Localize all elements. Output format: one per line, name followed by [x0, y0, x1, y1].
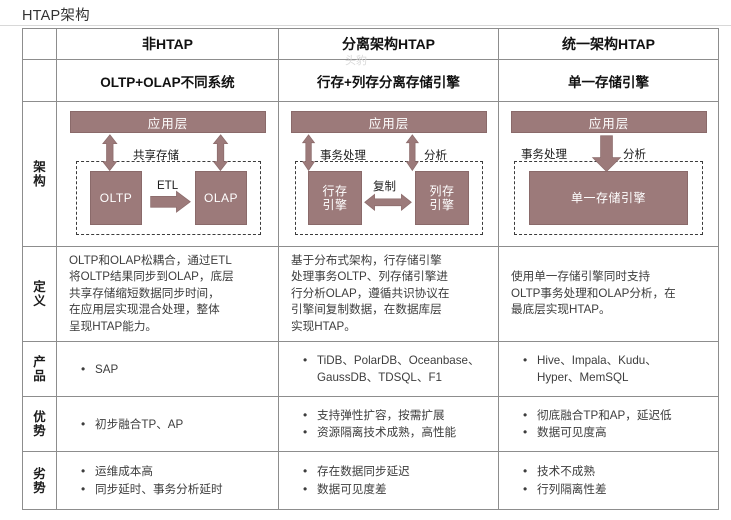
- shared-storage-dashed-box: [76, 161, 261, 235]
- architecture-diagram-separated-htap: 应用层 事务处理 分析 行存 引擎 列存 引擎 复制: [278, 101, 499, 247]
- list-item: SAP: [81, 360, 272, 378]
- list-item: 同步延时、事务分析延时: [81, 480, 272, 498]
- subheader-col2: 行存+列存分离存储引擎: [278, 59, 499, 102]
- list-item: 存在数据同步延迟: [303, 462, 492, 480]
- row-label-product-char1: 产: [33, 355, 46, 370]
- architecture-diagram-non-htap: 应用层 共享存储 OLTP OLAP ETL: [56, 101, 279, 247]
- list-item: 行列隔离性差: [523, 480, 712, 498]
- app-layer-box-col3: 应用层: [511, 111, 707, 133]
- product-list-col3: Hive、Impala、Kudu、 Hyper、MemSQL: [499, 351, 718, 387]
- row-label-advantage-char2: 势: [33, 424, 46, 439]
- table-row-disadvantage: 劣 势 运维成本高 同步延时、事务分析延时 存在数据同步延迟 数据可见度差: [22, 451, 719, 511]
- advantage-list-col3: 彻底融合TP和AP，延迟低 数据可见度高: [499, 406, 718, 442]
- list-item: 技术不成熟: [523, 462, 712, 480]
- page-title: HTAP架构: [22, 8, 90, 24]
- list-item: TiDB、PolarDB、Oceanbase、 GaussDB、TDSQL、F1: [303, 351, 492, 387]
- disadvantage-list-col3: 技术不成熟 行列隔离性差: [499, 462, 718, 498]
- list-item: 资源隔离技术成熟，高性能: [303, 423, 492, 441]
- subheader-col1: OLTP+OLAP不同系统: [56, 59, 279, 102]
- disadvantage-list-col2: 存在数据同步延迟 数据可见度差: [279, 462, 498, 498]
- arrows-col3: [591, 135, 622, 173]
- etl-label: ETL: [157, 180, 179, 192]
- title-divider: [0, 25, 731, 26]
- definition-text-col1: OLTP和OLAP松耦合，通过ETL 将OLTP结果同步到OLAP，底层 共享存…: [69, 254, 234, 333]
- row-label-product-char2: 品: [33, 369, 46, 384]
- table-row-product: 产 品 SAP TiDB、PolarDB、Oceanbase、 GaussDB、…: [22, 341, 719, 398]
- architecture-diagram-unified-htap: 应用层 事务处理 分析 单一存储引擎: [498, 101, 719, 247]
- transaction-label-col3: 事务处理: [521, 149, 567, 161]
- comparison-table: 非HTAP 分离架构HTAP 统一架构HTAP OLTP+OLAP不同系统 行存…: [22, 28, 719, 511]
- product-cell-col1: SAP: [56, 341, 279, 398]
- row-label-definition-char2: 义: [33, 294, 46, 309]
- corner-cell-blank-2: [22, 59, 57, 102]
- list-item: 数据可见度差: [303, 480, 492, 498]
- list-item: 数据可见度高: [523, 423, 712, 441]
- list-item: Hive、Impala、Kudu、 Hyper、MemSQL: [523, 351, 712, 387]
- arrows-col2: [301, 134, 419, 211]
- shared-storage-label: 共享存储: [133, 150, 179, 162]
- oltp-engine-box: OLTP: [90, 171, 142, 225]
- list-item: 彻底融合TP和AP，延迟低: [523, 406, 712, 424]
- advantage-cell-col1: 初步融合TP、AP: [56, 396, 279, 453]
- subheader-col3: 单一存储引擎: [498, 59, 719, 102]
- row-label-disadvantage-char1: 劣: [33, 466, 46, 481]
- header-col1: 非HTAP: [56, 28, 279, 60]
- row-label-advantage-char1: 优: [33, 410, 46, 425]
- list-item: 初步融合TP、AP: [81, 415, 272, 433]
- row-label-disadvantage: 劣 势: [22, 451, 57, 511]
- definition-cell-col3: 使用单一存储引擎同时支持 OLTP事务处理和OLAP分析，在 最底层实现HTAP…: [498, 245, 719, 343]
- product-cell-col2: TiDB、PolarDB、Oceanbase、 GaussDB、TDSQL、F1: [278, 341, 499, 398]
- table-row-architecture: 架 构 应用层 共享存储 OLTP OLAP ETL: [22, 101, 719, 247]
- unified-storage-engine-box: 单一存储引擎: [529, 171, 688, 225]
- product-list-col1: SAP: [57, 360, 278, 378]
- transaction-label-col2: 事务处理: [320, 150, 366, 162]
- row-label-product: 产 品: [22, 341, 57, 398]
- arrows-col1: [102, 134, 229, 213]
- row-label-architecture: 架 构: [22, 101, 57, 247]
- definition-cell-col2: 基于分布式架构，行存储引擎 处理事务OLTP、列存储引擎进 行分析OLAP，遵循…: [278, 245, 499, 343]
- definition-text-col2: 基于分布式架构，行存储引擎 处理事务OLTP、列存储引擎进 行分析OLAP，遵循…: [291, 254, 450, 333]
- row-label-disadvantage-char2: 势: [33, 480, 46, 495]
- app-layer-box-col2: 应用层: [291, 111, 487, 133]
- table-row-advantage: 优 势 初步融合TP、AP 支持弹性扩容，按需扩展 资源隔离技术成熟，高性能: [22, 396, 719, 453]
- table-row-header-1: 非HTAP 分离架构HTAP 统一架构HTAP: [22, 28, 719, 60]
- definition-text-col3: 使用单一存储引擎同时支持 OLTP事务处理和OLAP分析，在 最底层实现HTAP…: [511, 270, 676, 317]
- analysis-label-col3: 分析: [623, 149, 646, 161]
- advantage-cell-col3: 彻底融合TP和AP，延迟低 数据可见度高: [498, 396, 719, 453]
- product-cell-col3: Hive、Impala、Kudu、 Hyper、MemSQL: [498, 341, 719, 398]
- app-layer-box-col1: 应用层: [70, 111, 266, 133]
- header-col2: 分离架构HTAP: [278, 28, 499, 60]
- disadvantage-list-col1: 运维成本高 同步延时、事务分析延时: [57, 462, 278, 498]
- analysis-label-col2: 分析: [424, 150, 447, 162]
- list-item: 运维成本高: [81, 462, 272, 480]
- replication-label: 复制: [373, 181, 396, 193]
- column-store-engine-box: 列存 引擎: [415, 171, 469, 225]
- disadvantage-cell-col3: 技术不成熟 行列隔离性差: [498, 451, 719, 511]
- product-list-col2: TiDB、PolarDB、Oceanbase、 GaussDB、TDSQL、F1: [279, 351, 498, 387]
- row-label-architecture-char1: 架: [33, 160, 46, 174]
- advantage-list-col1: 初步融合TP、AP: [57, 415, 278, 433]
- disadvantage-cell-col1: 运维成本高 同步延时、事务分析延时: [56, 451, 279, 511]
- row-store-engine-box: 行存 引擎: [308, 171, 362, 225]
- row-label-advantage: 优 势: [22, 396, 57, 453]
- row-label-definition: 定 义: [22, 245, 57, 343]
- definition-cell-col1: OLTP和OLAP松耦合，通过ETL 将OLTP结果同步到OLAP，底层 共享存…: [56, 245, 279, 343]
- database-dashed-box-col2: [295, 161, 483, 235]
- row-label-definition-char1: 定: [33, 280, 46, 295]
- row-label-architecture-char2: 构: [33, 174, 46, 188]
- header-col3: 统一架构HTAP: [498, 28, 719, 60]
- table-row-header-2: OLTP+OLAP不同系统 行存+列存分离存储引擎 单一存储引擎: [22, 59, 719, 102]
- table-row-definition: 定 义 OLTP和OLAP松耦合，通过ETL 将OLTP结果同步到OLAP，底层…: [22, 245, 719, 343]
- advantage-list-col2: 支持弹性扩容，按需扩展 资源隔离技术成熟，高性能: [279, 406, 498, 442]
- disadvantage-cell-col2: 存在数据同步延迟 数据可见度差: [278, 451, 499, 511]
- advantage-cell-col2: 支持弹性扩容，按需扩展 资源隔离技术成熟，高性能: [278, 396, 499, 453]
- list-item: 支持弹性扩容，按需扩展: [303, 406, 492, 424]
- corner-cell-blank: [22, 28, 57, 60]
- olap-engine-box: OLAP: [195, 171, 247, 225]
